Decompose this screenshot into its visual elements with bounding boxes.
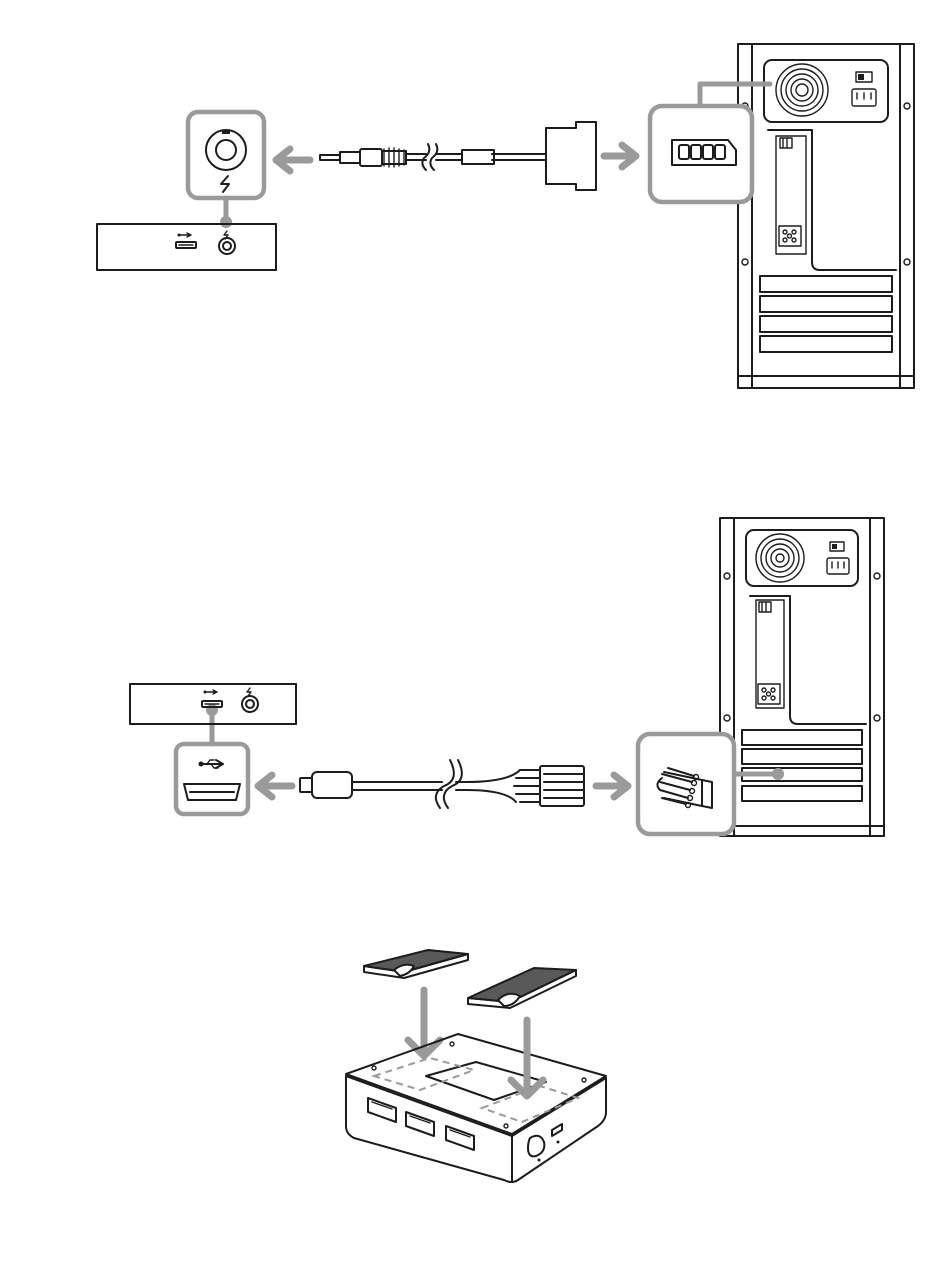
power-switch-icon <box>830 542 844 551</box>
power-socket-icon <box>827 558 849 574</box>
usb-hub-front-1 <box>97 224 276 270</box>
usb-header-cable <box>300 760 584 808</box>
power-socket-icon <box>852 89 876 106</box>
adhesive-pad-left <box>364 950 468 978</box>
pc-tower-rear-1 <box>738 44 914 388</box>
arrow-right-2 <box>596 775 628 797</box>
dc-jack-callout <box>188 112 264 228</box>
lightning-icon <box>247 688 251 696</box>
pc-tower-rear-2 <box>720 518 884 836</box>
step-3-adhesive-mounting <box>346 950 606 1182</box>
usb-icon <box>178 233 192 237</box>
arrow-left-1 <box>276 149 310 171</box>
step-2-usb-header-connection <box>130 518 884 836</box>
psu <box>746 530 858 586</box>
fan-icon <box>756 534 804 582</box>
arrow-down-right <box>511 1020 543 1096</box>
psu <box>764 60 888 122</box>
arrow-left-2 <box>258 775 292 797</box>
step-1-power-connection <box>97 44 914 388</box>
power-switch-icon <box>856 72 872 82</box>
molex-to-dc-cable <box>320 122 596 190</box>
usb-hub-isometric <box>346 1034 606 1182</box>
micro-usb-port-callout <box>176 704 248 814</box>
fan-icon <box>776 64 828 116</box>
adhesive-pad-right <box>468 968 576 1008</box>
arrow-right-1 <box>604 145 636 167</box>
usb-icon <box>204 690 218 694</box>
